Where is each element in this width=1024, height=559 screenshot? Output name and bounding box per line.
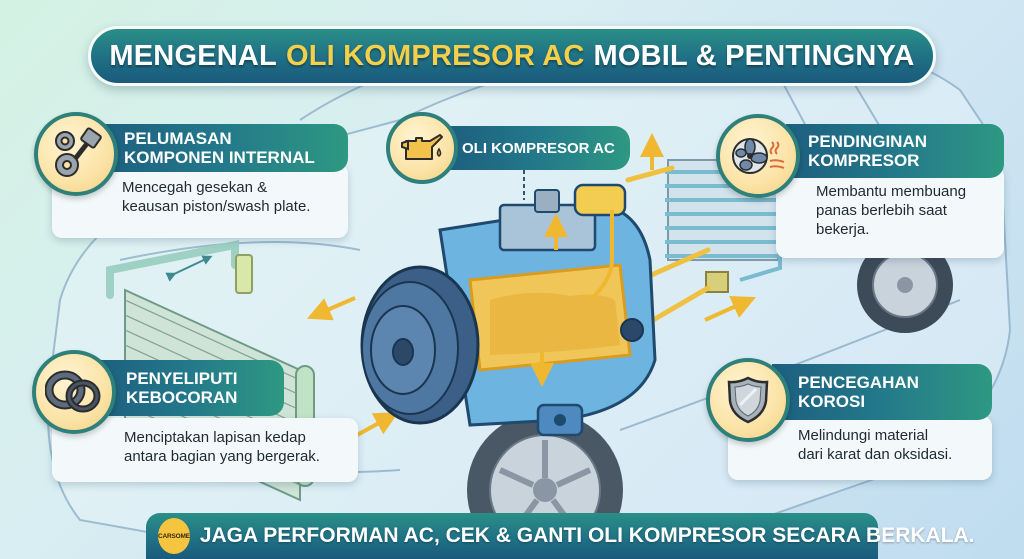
fan-heat-icon bbox=[716, 114, 800, 198]
card-pendinginan: Membantu membuang panas berlebih saat be… bbox=[716, 114, 1012, 264]
card-pendinginan-body: Membantu membuang panas berlebih saat be… bbox=[776, 166, 1004, 258]
card-penyeliputi-body: Menciptakan lapisan kedap antara bagian … bbox=[52, 418, 358, 482]
oil-can-icon bbox=[386, 112, 458, 184]
title-part2: MOBIL & PENTINGNYA bbox=[593, 39, 915, 72]
page-title: MENGENAL OLI KOMPRESOR AC MOBIL & PENTIN… bbox=[88, 26, 936, 86]
footer-text: JAGA PERFORMAN AC, CEK & GANTI OLI KOMPR… bbox=[199, 524, 975, 547]
card-penyeliputi-desc1: Menciptakan lapisan kedap bbox=[124, 429, 306, 446]
card-pendinginan-desc2: panas berlebih saat bbox=[816, 202, 947, 219]
footer-banner: CARSOME JAGA PERFORMAN AC, CEK & GANTI O… bbox=[146, 513, 975, 559]
shield-icon bbox=[706, 358, 790, 442]
oil-label-text: OLI KOMPRESOR AC bbox=[448, 126, 630, 170]
card-penyeliputi-desc2: antara bagian yang bergerak. bbox=[124, 448, 320, 465]
card-pendinginan-desc1: Membantu membuang bbox=[816, 183, 967, 200]
title-highlight: OLI KOMPRESOR AC bbox=[285, 39, 585, 72]
card-pencegahan-desc1: Melindungi material bbox=[798, 427, 929, 444]
expansion-valve bbox=[705, 271, 729, 293]
title-part1: MENGENAL bbox=[109, 39, 277, 72]
rear-wheel bbox=[857, 237, 953, 333]
card-penyeliputi-title: PENYELIPUTI KEBOCORAN bbox=[96, 360, 284, 416]
card-pelumasan: Mencegah gesekan & keausan piston/swash … bbox=[34, 112, 364, 244]
gears-piston-icon bbox=[34, 112, 118, 196]
card-pendinginan-desc3: bekerja. bbox=[816, 221, 870, 238]
receiver-drier bbox=[235, 254, 253, 294]
card-pelumasan-desc1: Mencegah gesekan & bbox=[122, 179, 268, 196]
card-pencegahan-desc2: dari karat dan oksidasi. bbox=[798, 446, 953, 463]
card-pencegahan: Melindungi material dari karat dan oksid… bbox=[706, 358, 1012, 484]
card-pelumasan-title: PELUMASAN KOMPONEN INTERNAL bbox=[98, 124, 348, 172]
carsome-logo: CARSOME bbox=[158, 518, 190, 554]
card-pendinginan-title: PENDINGINAN KOMPRESOR bbox=[786, 124, 1004, 178]
card-pencegahan-title: PENCEGAHAN KOROSI bbox=[772, 364, 992, 420]
card-pelumasan-desc2: keausan piston/swash plate. bbox=[122, 198, 311, 215]
compressor bbox=[360, 183, 657, 437]
card-penyeliputi: Menciptakan lapisan kedap antara bagian … bbox=[32, 346, 362, 484]
seal-rings-icon bbox=[32, 350, 116, 434]
